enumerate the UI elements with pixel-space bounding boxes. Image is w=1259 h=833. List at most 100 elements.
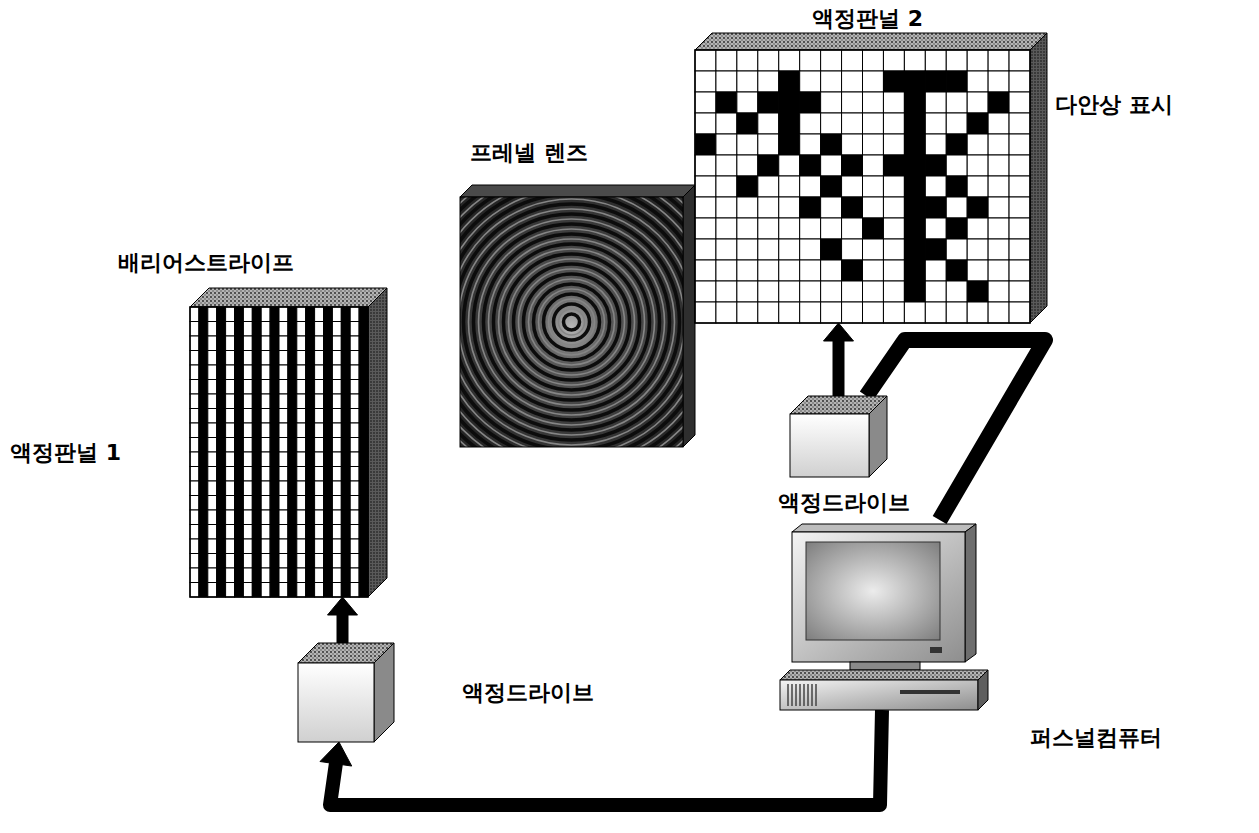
pixel-cell (315, 307, 324, 322)
pixel-cell (279, 351, 288, 366)
lcd-driver-drawing (298, 643, 394, 742)
pixel-cell (904, 176, 925, 197)
pixel-cell (967, 155, 988, 176)
pixel-cell (800, 197, 821, 218)
pixel-cell (306, 394, 315, 409)
pixel-cell (1009, 155, 1030, 176)
pixel-cell (988, 239, 1009, 260)
pixel-cell (261, 307, 270, 322)
pixel-cell (350, 452, 359, 467)
pixel-cell (341, 394, 350, 409)
pixel-cell (350, 336, 359, 351)
pixel-cell (842, 197, 863, 218)
fresnel-ring (460, 197, 683, 447)
pixel-cell (270, 510, 279, 525)
pixel-cell (332, 568, 341, 583)
pixel-cell (288, 525, 297, 540)
fresnel-ring (460, 197, 683, 447)
pixel-cell (261, 438, 270, 453)
pixel-cell (279, 452, 288, 467)
pixel-cell (208, 583, 217, 598)
pixel-cell (297, 409, 306, 424)
pixel-cell (350, 525, 359, 540)
pixel-cell (863, 71, 884, 92)
pixel-cell (324, 583, 333, 598)
pixel-cell (243, 380, 252, 395)
pixel-cell (324, 423, 333, 438)
pixel-cell (226, 351, 235, 366)
pixel-cell (988, 218, 1009, 239)
pixel-cell (904, 197, 925, 218)
pixel-cell (341, 583, 350, 598)
pixel-cell (235, 568, 244, 583)
pixel-cell (695, 302, 716, 323)
pixel-cell (190, 438, 199, 453)
pixel-cell (208, 568, 217, 583)
lens-face (460, 197, 683, 447)
pixel-cell (190, 322, 199, 337)
pixel-cell (270, 481, 279, 496)
fresnel-ring (460, 197, 683, 447)
pixel-cell (306, 525, 315, 540)
pixel-cell (235, 336, 244, 351)
pixel-cell (226, 510, 235, 525)
pixel-cell (252, 496, 261, 511)
pixel-cell (226, 438, 235, 453)
pixel-cell (288, 496, 297, 511)
pixel-cell (1009, 50, 1030, 71)
pixel-cell (217, 496, 226, 511)
pixel-cell (243, 583, 252, 598)
pixel-cell (988, 302, 1009, 323)
pixel-cell (821, 260, 842, 281)
pixel-cell (821, 113, 842, 134)
fresnel-ring (524, 274, 620, 370)
pixel-cell (315, 583, 324, 598)
pixel-cell (332, 438, 341, 453)
pixel-cell (332, 554, 341, 569)
pixel-cell (252, 423, 261, 438)
pixel-cell (341, 525, 350, 540)
pixel-cell (332, 583, 341, 598)
pixel-cell (716, 134, 737, 155)
pixel-cell (270, 409, 279, 424)
part-label: 다안상 표시 (1055, 92, 1173, 118)
pixel-cell (235, 496, 244, 511)
pixel-cell (341, 554, 350, 569)
pixel-cell (967, 71, 988, 92)
pixel-cell (270, 380, 279, 395)
pixel-cell (261, 365, 270, 380)
pixel-cell (252, 525, 261, 540)
pixel-cell (270, 554, 279, 569)
pixel-cell (324, 554, 333, 569)
pixel-cell (279, 409, 288, 424)
pixel-cell (190, 539, 199, 554)
fresnel-ring (544, 294, 600, 350)
pixel-cell (208, 496, 217, 511)
pixel-cell (695, 92, 716, 113)
pixel-cell (306, 351, 315, 366)
case-top (780, 670, 988, 680)
pixel-cell (297, 438, 306, 453)
pixel-cell (842, 113, 863, 134)
fresnel-lens: 프레넬 렌즈 (460, 185, 695, 447)
pixel-cell (946, 302, 967, 323)
pixel-cell (737, 71, 758, 92)
pixel-cell (226, 423, 235, 438)
pixel-cell (261, 583, 270, 598)
pixel-cell (842, 92, 863, 113)
pixel-cell (243, 336, 252, 351)
fresnel-ring (519, 269, 625, 375)
pixel-cell (925, 92, 946, 113)
pixel-cell (779, 260, 800, 281)
pixel-cell (243, 481, 252, 496)
pixel-cell (1009, 92, 1030, 113)
lcd-panel: 배리어스트라이프액정판널 1 (190, 288, 387, 597)
pixel-cell (199, 322, 208, 337)
pixel-cell (306, 510, 315, 525)
pixel-cell (350, 496, 359, 511)
monitor-screen (806, 542, 940, 640)
pixel-cell (199, 336, 208, 351)
pixel-cell (306, 322, 315, 337)
pixel-cell (243, 351, 252, 366)
part-label: 퍼스널컴퓨터 (1030, 725, 1162, 751)
